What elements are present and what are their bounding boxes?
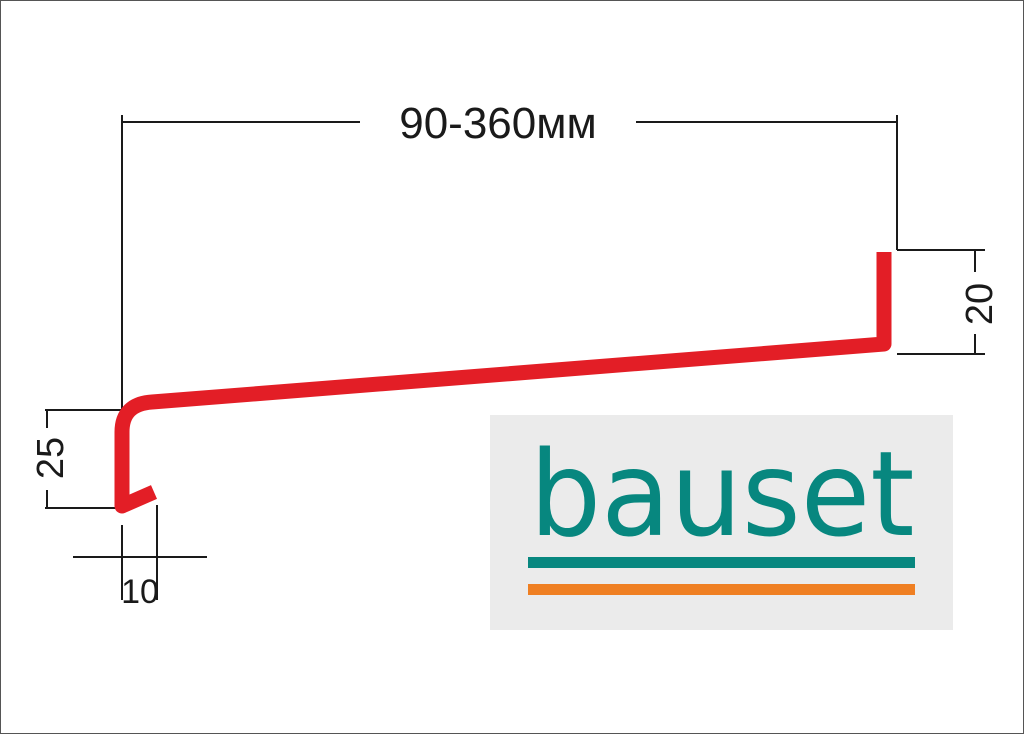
right-height-label: 20 bbox=[959, 283, 1001, 325]
hook-width-dimension: 10 bbox=[73, 505, 207, 611]
logo-teal-bar bbox=[528, 557, 915, 568]
left-height-label: 25 bbox=[30, 437, 72, 479]
hook-width-label: 10 bbox=[121, 573, 159, 611]
width-dimension: 90-360мм bbox=[121, 99, 898, 412]
profile-shape bbox=[114, 252, 892, 514]
left-height-dimension: 25 bbox=[30, 409, 122, 509]
logo-text: bauset bbox=[530, 425, 915, 563]
right-height-dimension: 20 bbox=[897, 249, 1001, 355]
bauset-logo: bauset bbox=[490, 415, 953, 630]
width-label: 90-360мм bbox=[399, 99, 597, 148]
logo-orange-bar bbox=[528, 584, 915, 595]
